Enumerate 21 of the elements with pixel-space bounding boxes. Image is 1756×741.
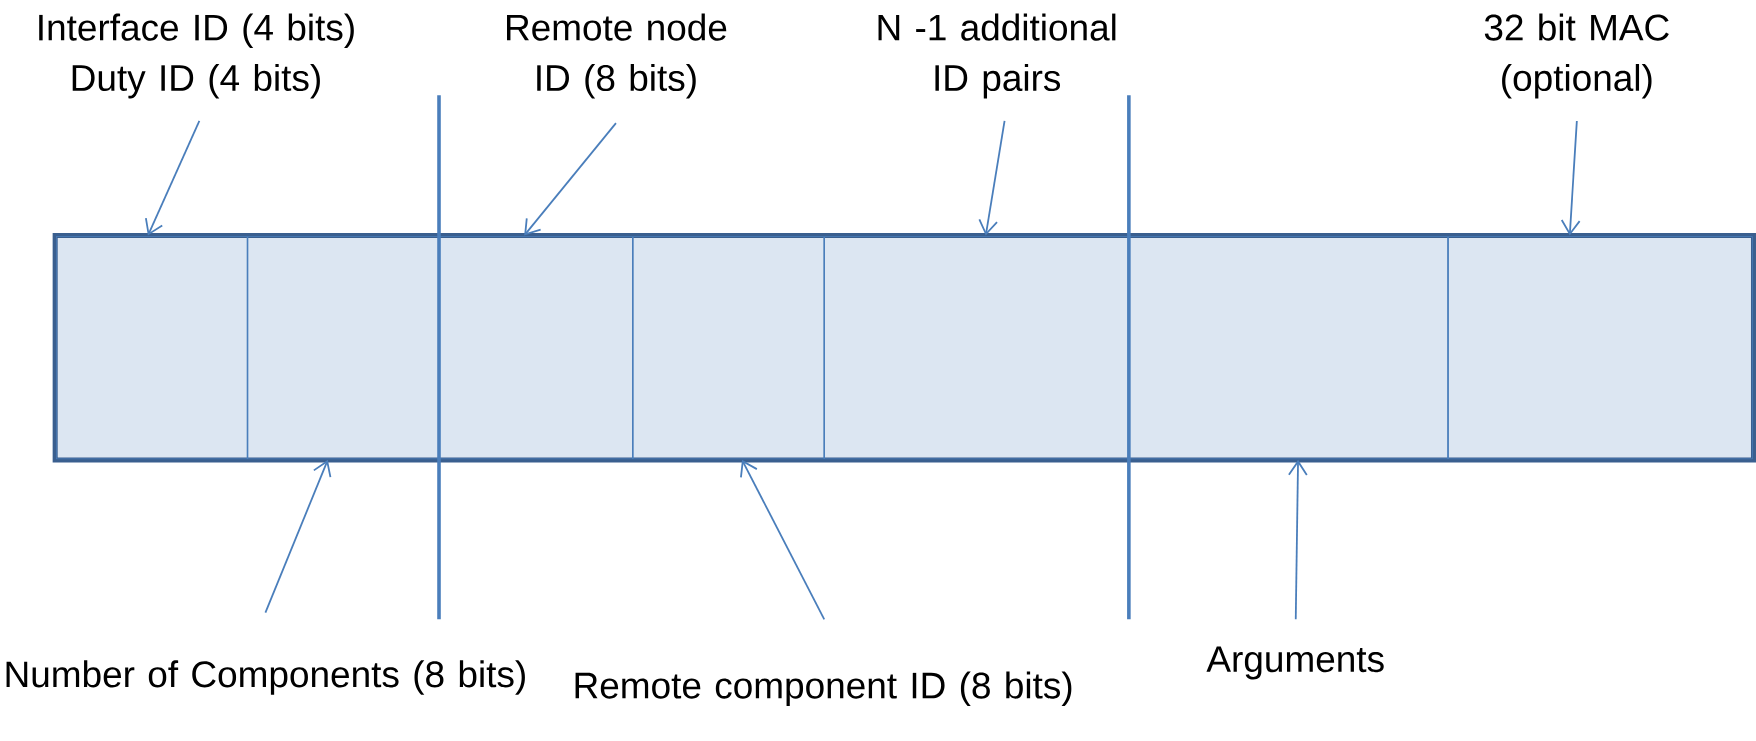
field-label: Arguments — [1206, 646, 1384, 680]
field-label: 32 bit MAC (optional) — [1484, 13, 1669, 99]
field-label: Remote component ID (8 bits) — [575, 671, 1072, 706]
leader-arrow — [524, 122, 617, 236]
leader-arrow — [740, 459, 826, 621]
field-label: N -1 additional ID pairs — [878, 13, 1116, 99]
leader-arrow — [264, 459, 332, 614]
field-label: Number of Components (8 bits) — [6, 660, 525, 695]
field-cell — [1447, 235, 1754, 460]
leader-arrow — [1560, 119, 1581, 236]
leader-arrow — [145, 119, 201, 236]
field-cell — [438, 235, 634, 460]
leader-arrow — [978, 119, 1006, 236]
leader-arrow — [1288, 459, 1308, 621]
field-cell — [246, 235, 440, 460]
field-cell — [1128, 235, 1449, 460]
field-cell — [55, 235, 249, 460]
field-label: Interface ID (4 bits) Duty ID (4 bits) — [39, 13, 354, 99]
field-cell — [632, 235, 825, 460]
field-label: Remote node ID (8 bits) — [507, 13, 727, 99]
field-cell — [823, 235, 1130, 460]
